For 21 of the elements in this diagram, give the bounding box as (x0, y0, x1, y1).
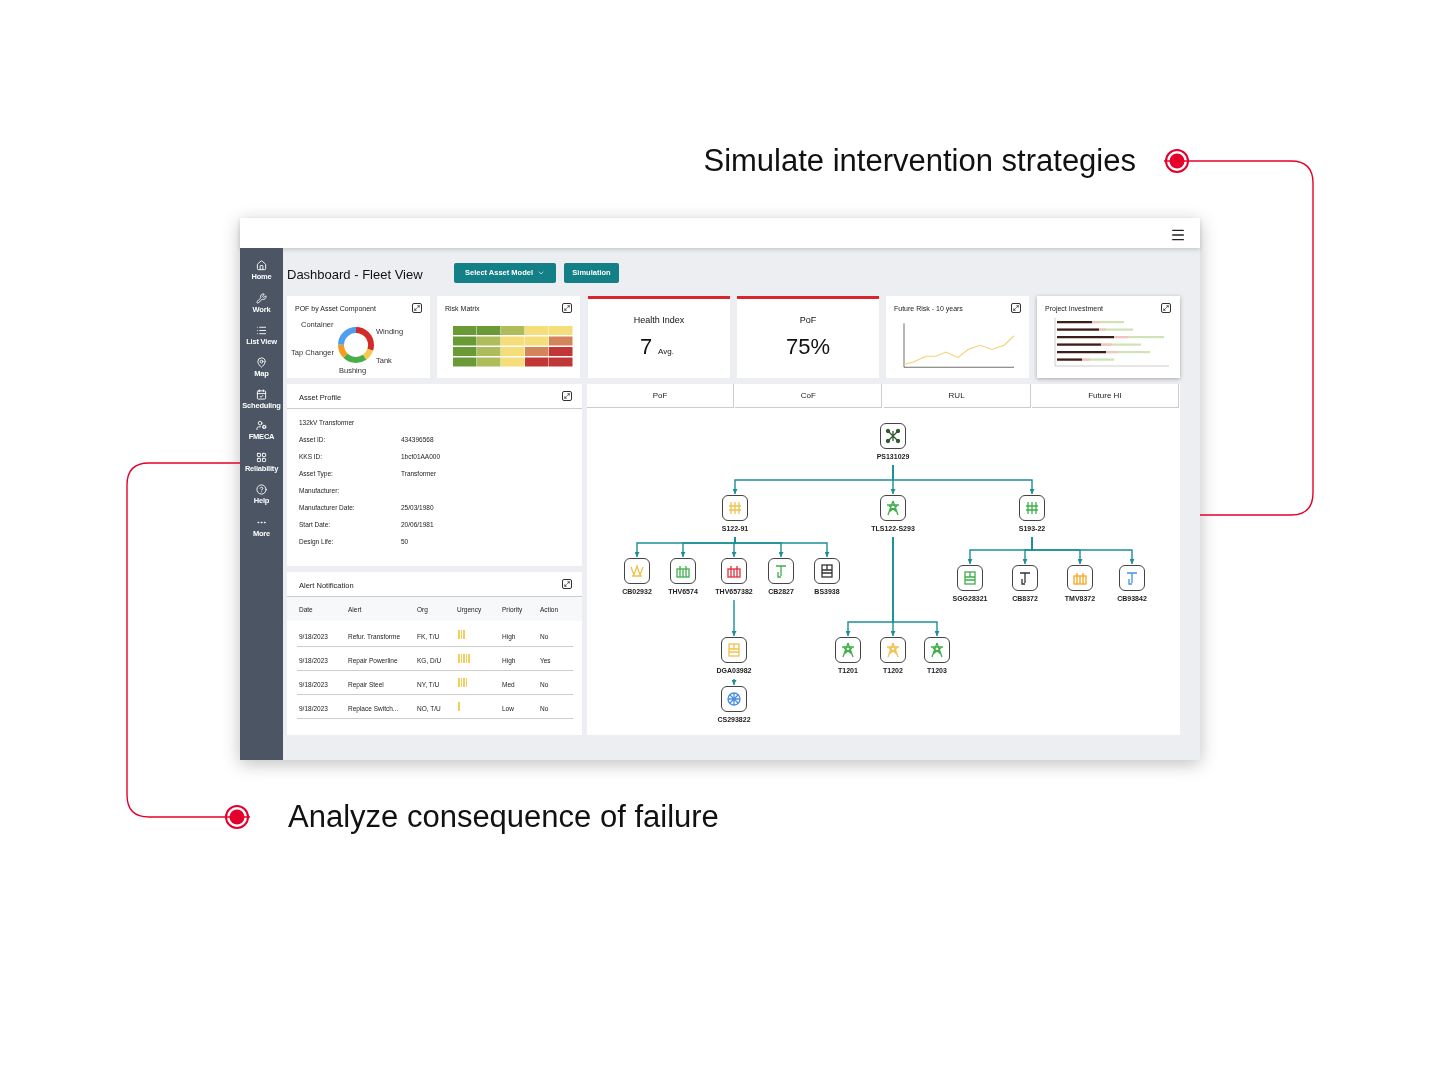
kpi-value: 75% (784, 335, 831, 359)
callout-text: Simulate intervention strategies (703, 142, 1136, 180)
connector-arrow (1031, 536, 1135, 565)
connector-arrow (731, 678, 737, 686)
tab: RUL (883, 384, 1031, 408)
page-title: Dashboard - Fleet View (287, 266, 423, 284)
leader-line (126, 462, 251, 829)
tab: Future HI (1031, 384, 1179, 408)
tab: PoF (587, 384, 734, 408)
kpi-title: Health Index (632, 314, 686, 327)
tab: CoF (735, 384, 883, 408)
connector-arrow (734, 536, 830, 558)
callout-text: Analyze consequence of failure (288, 798, 719, 836)
dashboard-window (240, 218, 1200, 760)
connector-arrow (731, 599, 737, 637)
connector-arrow (892, 536, 940, 637)
kpi-title: PoF (798, 314, 818, 327)
connector-arrow (892, 464, 1035, 495)
kpi-value: 7 (640, 335, 653, 359)
kpi-unit: Avg. (658, 346, 674, 358)
leader-line (1163, 149, 1314, 516)
